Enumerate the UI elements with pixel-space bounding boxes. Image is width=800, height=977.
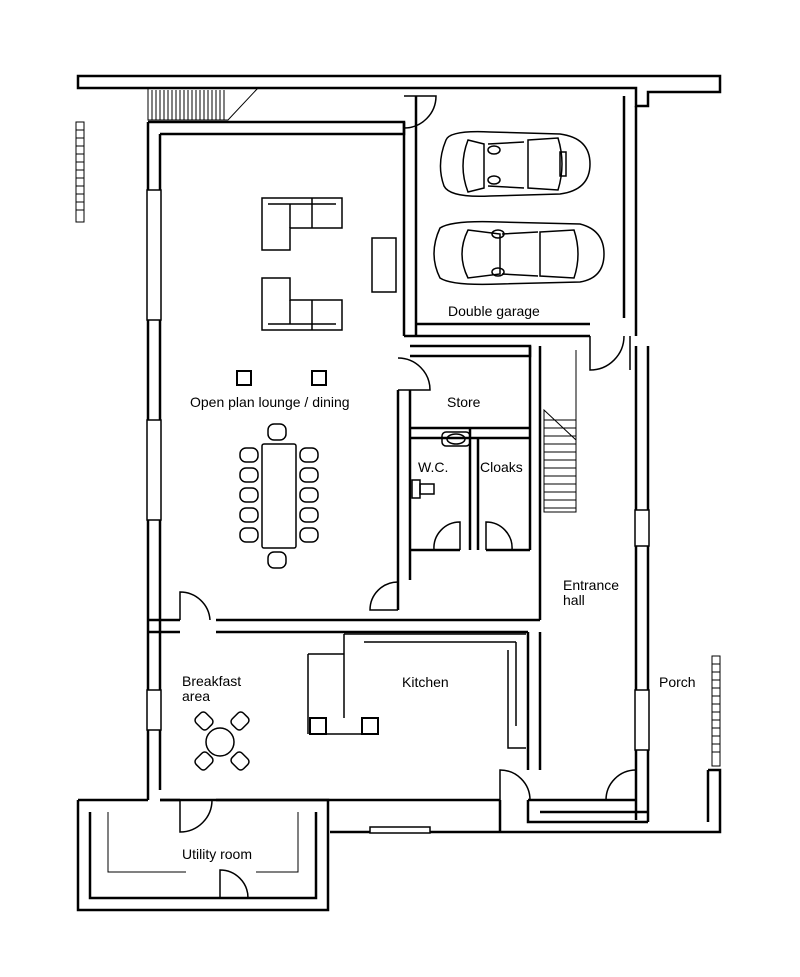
label-breakfast-2: area [182,688,210,704]
label-open-plan-lounge: Open plan lounge / dining [190,394,350,410]
label-porch: Porch [659,674,696,690]
label-double-garage: Double garage [448,303,540,319]
label-wc: W.C. [418,459,448,475]
pillars [236,370,379,735]
label-entrance-hall-2: hall [563,592,585,608]
breakfast-table [194,711,250,771]
room-labels: Double garage Open plan lounge / dining … [182,303,696,862]
label-utility-room: Utility room [182,846,252,862]
label-store: Store [447,394,481,410]
windows [146,189,650,834]
exterior-fence [75,121,721,767]
doors [179,95,637,899]
label-entrance-hall-1: Entrance [563,577,619,593]
utility-counters [107,812,299,873]
lounge-sofas [261,197,397,331]
car-top [439,130,591,198]
label-breakfast-1: Breakfast [182,673,241,689]
car-bottom [433,220,605,286]
label-cloaks: Cloaks [480,459,523,475]
dining-table [239,423,319,569]
label-kitchen: Kitchen [402,674,449,690]
kitchen-counters [307,633,526,749]
walls [76,74,722,912]
wc-fixtures [411,431,471,499]
stairs [147,87,577,513]
